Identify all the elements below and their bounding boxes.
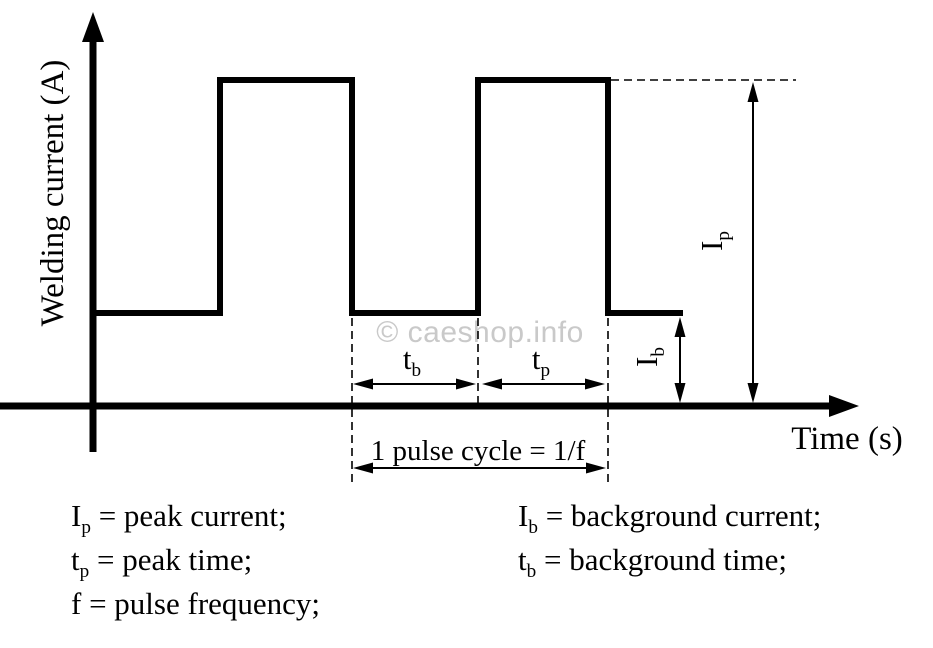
watermark: © caeshop.info xyxy=(376,316,584,349)
ip-label: Ip xyxy=(694,231,735,251)
y-axis-label: Welding current (A) xyxy=(35,59,71,327)
legend-line-tb: tb = background time; xyxy=(518,542,788,583)
ib-label: Ib xyxy=(629,347,670,367)
pulse-cycle-label: 1 pulse cycle = 1/f xyxy=(370,435,586,467)
legend-line-tp: tp = peak time; xyxy=(71,542,253,583)
tp-label: tp xyxy=(531,341,551,382)
tb-label: tb xyxy=(402,341,422,382)
x-axis-label: Time (s) xyxy=(791,421,903,457)
tb-dimension-arrow xyxy=(353,378,476,390)
legend-right-column: Ib = background current; tb = background… xyxy=(518,494,821,582)
legend-line-f: f = pulse frequency; xyxy=(71,586,321,621)
ip-dimension-arrow xyxy=(747,82,759,403)
x-axis-arrowhead-icon xyxy=(829,395,859,417)
tp-dimension-arrow xyxy=(482,378,605,390)
current-waveform-path xyxy=(93,77,683,316)
legend-line-ib: Ib = background current; xyxy=(518,498,822,539)
legend-left-column: Ip = peak current; tp = peak time; f = p… xyxy=(71,494,320,626)
legend-line-ip: Ip = peak current; xyxy=(71,498,287,539)
ib-dimension-arrow xyxy=(674,317,686,403)
pulse-cycle-arrow xyxy=(353,462,606,474)
y-axis-arrowhead-icon xyxy=(82,12,104,42)
